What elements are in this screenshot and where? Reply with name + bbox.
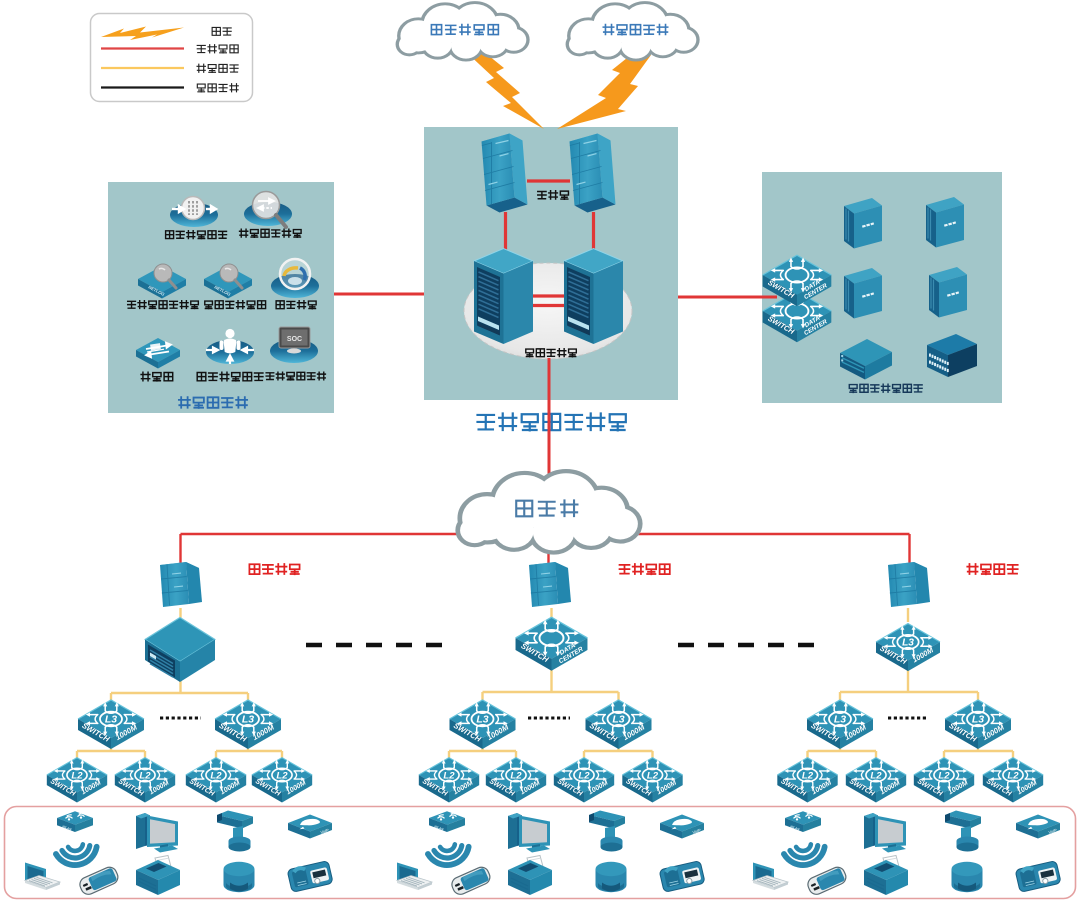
svg-text:SOC: SOC <box>287 336 302 343</box>
